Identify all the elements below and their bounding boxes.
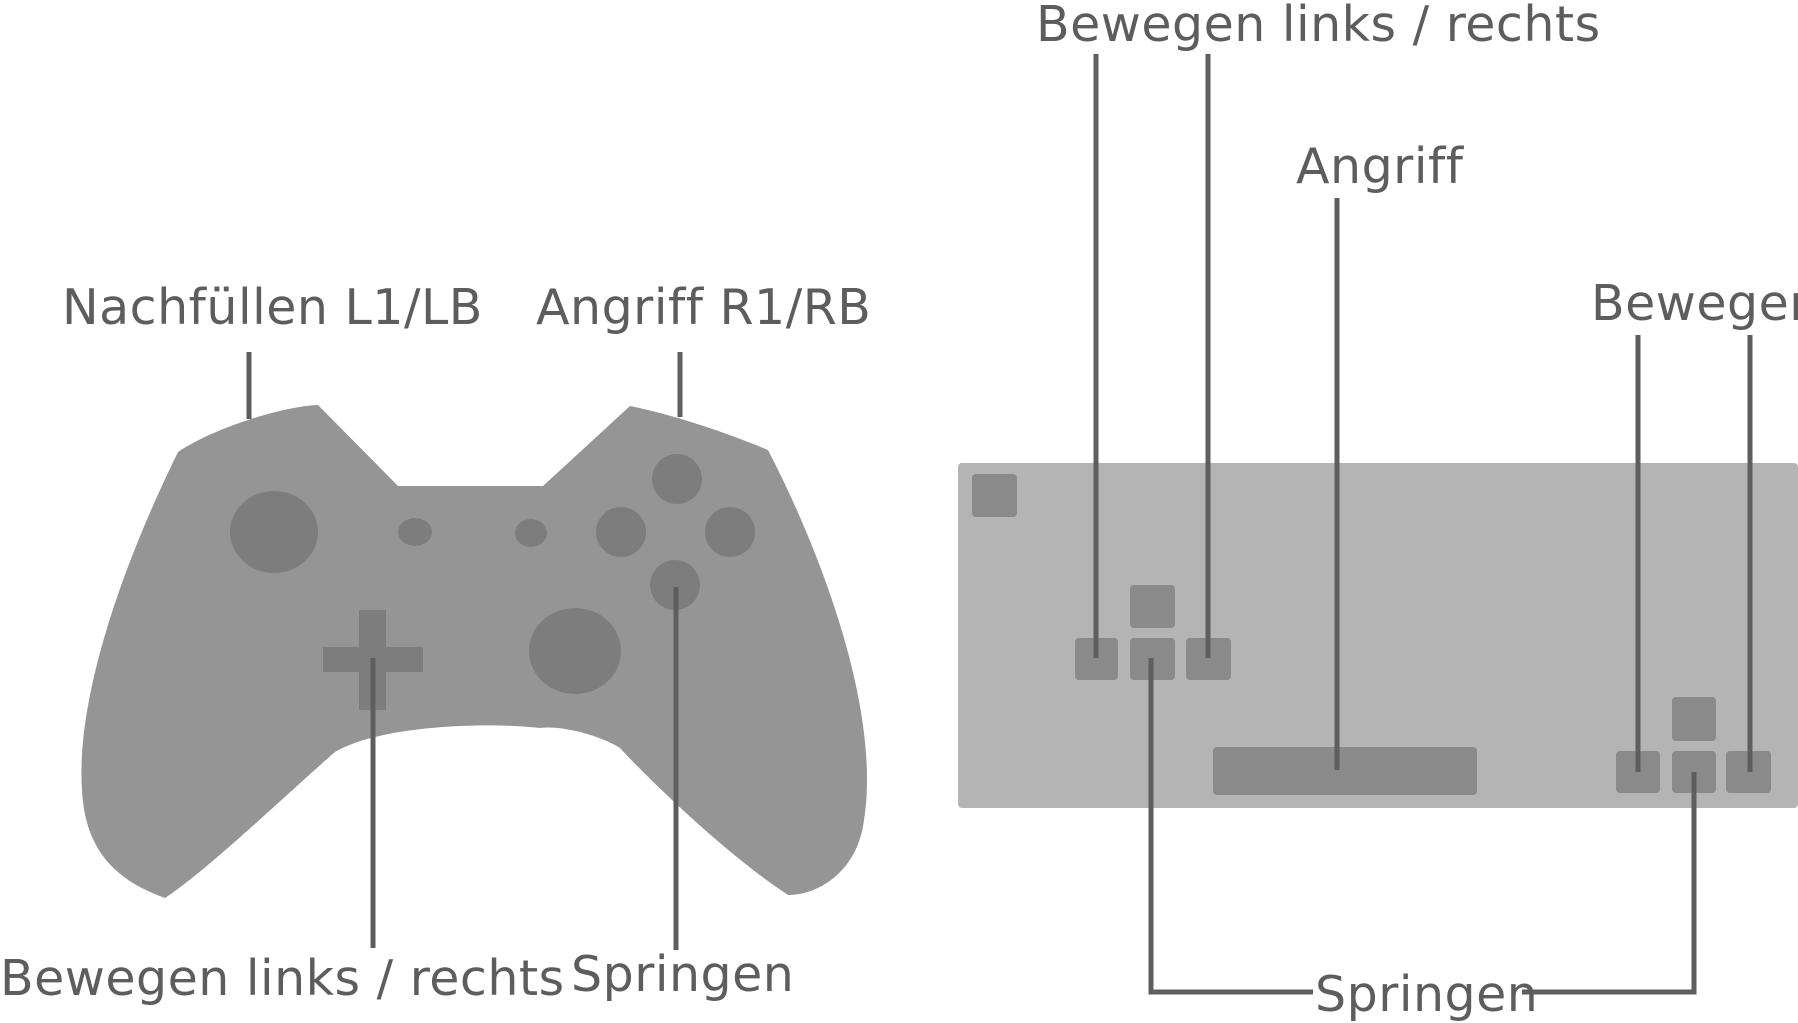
face-button-right (705, 507, 755, 557)
callout-line-jump-kb-left (1148, 658, 1313, 995)
keyboard (958, 463, 1798, 808)
right-stick (529, 608, 621, 694)
face-button-left (596, 507, 646, 557)
label-jump-keyboard: Springen (1315, 966, 1539, 1023)
key-right (1186, 638, 1231, 680)
gamepad-callouts (246, 352, 683, 950)
gamepad-body (81, 405, 868, 898)
key-escape (972, 474, 1017, 517)
face-button-top (652, 454, 702, 504)
keyboard-callouts (1093, 54, 1753, 995)
key-space (1213, 747, 1477, 795)
key-arrow-up (1672, 697, 1716, 741)
label-move-keyboard: Bewegen (1591, 275, 1798, 332)
left-stick (230, 491, 318, 573)
back-button (398, 518, 432, 546)
label-refill: Nachfüllen L1/LB (62, 279, 483, 336)
gamepad (81, 405, 868, 898)
face-button-bottom (650, 560, 700, 610)
key-up (1130, 585, 1175, 628)
keyboard-body (958, 463, 1798, 808)
callout-line-jump-kb-right (1522, 772, 1697, 995)
key-left (1075, 638, 1118, 680)
label-move-gamepad: Bewegen links / rechts (0, 950, 565, 1007)
label-attack-keyboard: Angriff (1296, 138, 1464, 195)
start-button (515, 519, 547, 547)
label-move-lr-keyboard: Bewegen links / rechts (1036, 0, 1601, 53)
label-jump-gamepad: Springen (571, 946, 795, 1003)
label-attack-gamepad: Angriff R1/RB (536, 279, 872, 336)
